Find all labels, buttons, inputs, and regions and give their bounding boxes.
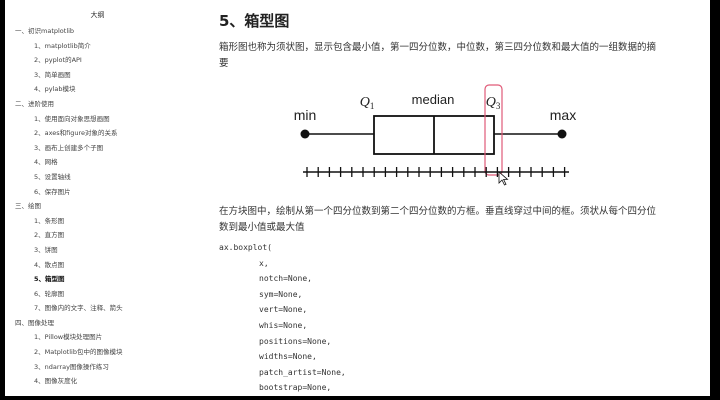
q3-highlight bbox=[484, 84, 503, 176]
min-point bbox=[300, 129, 310, 139]
intro-paragraph: 箱形图也称为须状图，显示包含最小值，第一四分位数，中位数，第三四分位数和最大值的… bbox=[219, 42, 657, 69]
label-min: min bbox=[294, 107, 317, 123]
outline-chapter[interactable]: 三、绘图 bbox=[15, 202, 41, 211]
code-line: vert=None, bbox=[219, 302, 679, 318]
code-block: ax.boxplot( x, notch=None, sym=None, vert=No… bbox=[219, 240, 679, 396]
document-viewer: 大纲 一、初识matplotlib 1、matplotlib简介 2、pyplot的… bbox=[5, 0, 710, 396]
code-text: whis=None, bbox=[259, 320, 308, 330]
label-q1-subscript: 1 bbox=[370, 101, 375, 111]
outline-item[interactable]: 4、散点图 bbox=[34, 260, 65, 269]
label-max: max bbox=[550, 107, 576, 123]
outline-item[interactable]: 1、Pillow模块处理图片 bbox=[34, 333, 103, 342]
outline-item[interactable]: 1、matplotlib简介 bbox=[34, 41, 91, 50]
outline-item[interactable]: 5、设置轴线 bbox=[34, 172, 71, 181]
outline-item[interactable]: 3、简单画图 bbox=[34, 70, 71, 79]
outline-item[interactable]: 7、图像内的文字、注释、箭头 bbox=[34, 304, 123, 313]
code-line: x, bbox=[219, 256, 679, 272]
label-q3-subscript: 3 bbox=[496, 101, 501, 111]
outline-sidebar: 大纲 一、初识matplotlib 1、matplotlib简介 2、pyplot的… bbox=[5, 0, 190, 396]
label-median: median bbox=[412, 92, 455, 107]
outline-item[interactable]: 3、ndarray图像操作练习 bbox=[34, 362, 109, 371]
code-line: patch_artist=None, bbox=[219, 365, 679, 381]
outline-item[interactable]: 4、网格 bbox=[34, 158, 58, 167]
label-q3-letter: Q bbox=[486, 95, 496, 110]
outline-chapter[interactable]: 一、初识matplotlib bbox=[15, 27, 75, 35]
code-text: positions=None, bbox=[259, 336, 332, 346]
code-line: sym=None, bbox=[219, 287, 679, 303]
label-q3: Q3 bbox=[486, 95, 501, 111]
code-line: positions=None, bbox=[219, 334, 679, 350]
code-text: widths=None, bbox=[259, 352, 317, 362]
code-text: notch=None, bbox=[259, 274, 312, 284]
outline-item[interactable]: 3、饼图 bbox=[34, 245, 58, 254]
code-text: ax.boxplot( bbox=[219, 243, 272, 252]
outline-item[interactable]: 4、pylab模块 bbox=[34, 85, 76, 94]
outline-item[interactable]: 2、直方图 bbox=[34, 231, 65, 240]
code-line: bootstrap=None, bbox=[219, 380, 679, 396]
code-line: ax.boxplot( bbox=[219, 240, 679, 256]
mouse-cursor-icon bbox=[498, 171, 509, 186]
outline-item[interactable]: 6、保存图片 bbox=[34, 187, 71, 196]
outline-item[interactable]: 4、图像灰度化 bbox=[34, 377, 78, 386]
outline-item[interactable]: 5、箱型图 bbox=[34, 275, 65, 284]
code-text: bootstrap=None, bbox=[259, 383, 332, 393]
max-point bbox=[557, 129, 567, 139]
section-title: 5、箱型图 bbox=[219, 12, 290, 30]
outline-chapter[interactable]: 四、图像处理 bbox=[15, 318, 54, 327]
number-line-ticks bbox=[306, 167, 566, 177]
label-q1: Q1 bbox=[360, 95, 375, 111]
outline-item[interactable]: 1、条形图 bbox=[34, 216, 65, 225]
code-text: sym=None, bbox=[259, 289, 303, 299]
document-content: 5、箱型图 箱形图也称为须状图，显示包含最小值，第一四分位数，中位数，第三四分位… bbox=[219, 0, 699, 396]
code-line: whis=None, bbox=[219, 318, 679, 334]
code-line: widths=None, bbox=[219, 349, 679, 365]
outline-item[interactable]: 6、轮廓图 bbox=[34, 289, 65, 298]
outline-item[interactable]: 2、pyplot的API bbox=[34, 56, 82, 65]
outline-item[interactable]: 2、axes和figure对象的关系 bbox=[34, 129, 118, 138]
outline-title: 大纲 bbox=[90, 11, 105, 19]
description-paragraph: 在方块图中，绘制从第一个四分位数到第二个四分位数的方框。垂直线穿过中间的框。须状… bbox=[219, 206, 657, 233]
code-line: notch=None, bbox=[219, 271, 679, 287]
outline-chapter[interactable]: 二、进阶使用 bbox=[15, 99, 54, 108]
code-text: patch_artist=None, bbox=[259, 367, 346, 377]
boxplot-diagram: min Q1 median Q3 max bbox=[294, 84, 576, 186]
label-q1-letter: Q bbox=[360, 95, 370, 110]
code-text: vert=None, bbox=[259, 305, 308, 315]
outline-item[interactable]: 2、Matplotlib包中的图像模块 bbox=[34, 348, 123, 357]
outline-item[interactable]: 1、使用面向对象思想画图 bbox=[34, 114, 110, 123]
outline-list: 一、初识matplotlib 1、matplotlib简介 2、pyplot的API… bbox=[5, 24, 190, 389]
outline-item[interactable]: 3、画布上创建多个子图 bbox=[34, 143, 104, 152]
code-text: x, bbox=[259, 258, 269, 268]
